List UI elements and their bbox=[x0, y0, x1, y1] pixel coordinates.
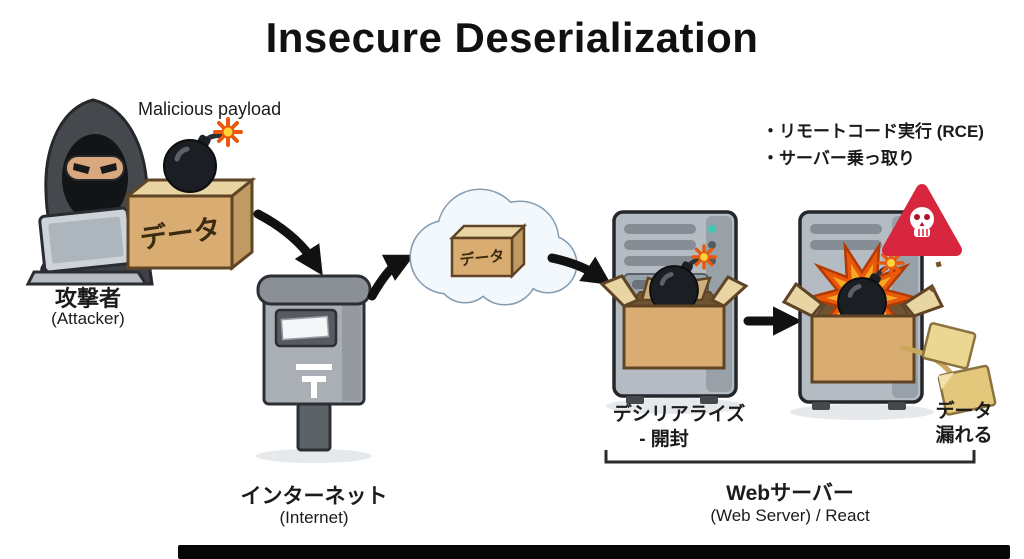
internet-label-en: (Internet) bbox=[279, 508, 349, 527]
internet-label-jp: インターネット bbox=[240, 485, 388, 508]
attacker-eye-left bbox=[73, 163, 90, 174]
data-leak-label-line1: データ bbox=[935, 401, 993, 422]
arrow-attacker-to-internet bbox=[253, 209, 323, 276]
attacker-label-jp: 攻撃者 bbox=[54, 286, 122, 311]
impact-bullet-takeover: ・サーバー乗っ取り bbox=[762, 149, 915, 168]
bottom-bar bbox=[178, 545, 1010, 559]
webserver-label-jp: Webサーバー bbox=[726, 482, 854, 505]
data-leak-label-line2: 漏れる bbox=[935, 425, 993, 446]
webserver-label-en: (Web Server) / React bbox=[710, 506, 870, 525]
postal-mark-icon bbox=[296, 364, 332, 398]
arrow-internet-to-cloud bbox=[367, 254, 415, 301]
cloud-icon bbox=[409, 188, 578, 306]
warning-triangle-icon bbox=[882, 184, 962, 256]
mailbox-icon bbox=[256, 274, 372, 452]
cloud-box-label: データ bbox=[458, 247, 506, 270]
server-1-icon bbox=[599, 210, 749, 404]
server-led bbox=[708, 225, 716, 233]
attacker-eye-right bbox=[100, 163, 117, 174]
skull-icon bbox=[910, 207, 934, 237]
deserialize-label: デシリアライズ bbox=[612, 404, 746, 425]
arrow-cloud-to-server bbox=[547, 253, 612, 285]
payload-box-label: データ bbox=[138, 213, 223, 255]
leaked-papers-icon bbox=[899, 322, 997, 416]
impact-bullet-rce: ・リモートコード実行 (RCE) bbox=[762, 122, 984, 141]
payload-box-icon bbox=[123, 117, 257, 272]
server-2-icon bbox=[781, 210, 949, 410]
open-box-icon bbox=[599, 244, 749, 370]
diagram-title: Insecure Deserialization bbox=[265, 14, 759, 61]
malicious-payload-label: Malicious payload bbox=[138, 99, 282, 119]
cloud-box-icon bbox=[448, 222, 528, 280]
mailbox-shadow bbox=[256, 449, 372, 463]
webserver-bracket bbox=[604, 450, 976, 464]
deserialize-sublabel: - 開封 bbox=[639, 429, 689, 450]
attacker-label-en: (Attacker) bbox=[51, 309, 125, 328]
